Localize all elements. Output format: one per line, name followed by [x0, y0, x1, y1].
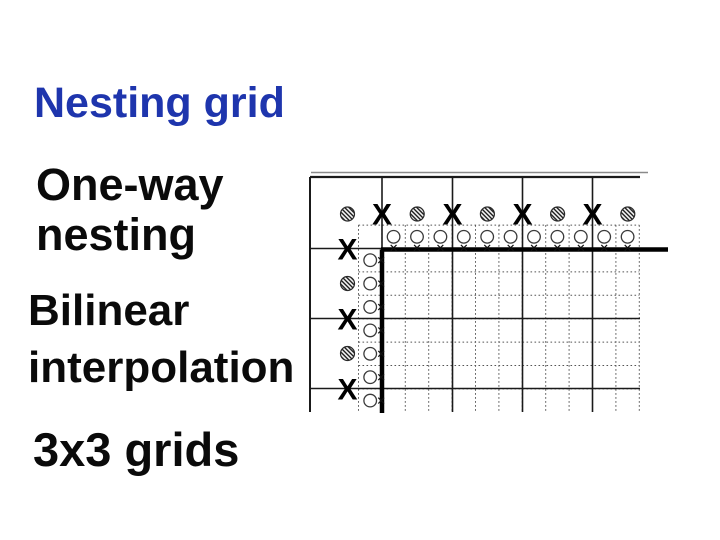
- coarse-hatched-point: [339, 345, 356, 362]
- bullet-one-way-nesting: One-way nesting: [36, 159, 224, 261]
- coarse-hatched-point: [409, 206, 425, 222]
- bullet-3x3-grids: 3x3 grids: [33, 423, 240, 476]
- coarse-hatched-point: [549, 206, 566, 222]
- fine-boundary-circle: [410, 229, 424, 244]
- coarse-hatched-points: [339, 206, 636, 362]
- fine-boundary-circle: [550, 229, 565, 244]
- fine-boundary-circle: [527, 229, 541, 244]
- fine-boundary-circle: [363, 253, 378, 268]
- coarse-x-point: X: [372, 198, 392, 231]
- fine-boundary-circle: [363, 370, 378, 385]
- fine-boundary-circle: [480, 229, 495, 244]
- slide-title: Nesting grid: [34, 78, 285, 127]
- coarse-x-point: X: [512, 198, 532, 231]
- fine-boundary-circle: [597, 229, 612, 244]
- coarse-x-point: X: [442, 198, 462, 231]
- fine-boundary-circle: [363, 323, 378, 338]
- coarse-hatched-point: [620, 206, 636, 222]
- coarse-hatched-point: [339, 206, 356, 222]
- coarse-x-point: X: [337, 303, 357, 336]
- fine-boundary-circle: [363, 276, 378, 291]
- fine-boundary-circle: [433, 229, 448, 244]
- coarse-hatched-point: [339, 275, 356, 292]
- fine-boundary-circle: [503, 229, 518, 244]
- fine-boundary-circle: [363, 300, 378, 314]
- fine-boundary-circle: [456, 229, 471, 244]
- fine-boundary-circle: [620, 229, 635, 244]
- coarse-x-point: X: [337, 233, 357, 266]
- bullet-bilinear-interpolation: Bilinear interpolation: [28, 286, 295, 393]
- coarse-x-point: X: [582, 198, 602, 231]
- fine-boundary-circle: [363, 346, 378, 361]
- fine-boundary-points: [363, 229, 635, 408]
- fine-boundary-circle: [386, 229, 401, 244]
- coarse-x-point: X: [337, 373, 357, 406]
- fine-boundary-circle: [363, 393, 378, 408]
- coarse-hatched-point: [479, 206, 495, 222]
- fine-boundary-circle: [573, 229, 588, 244]
